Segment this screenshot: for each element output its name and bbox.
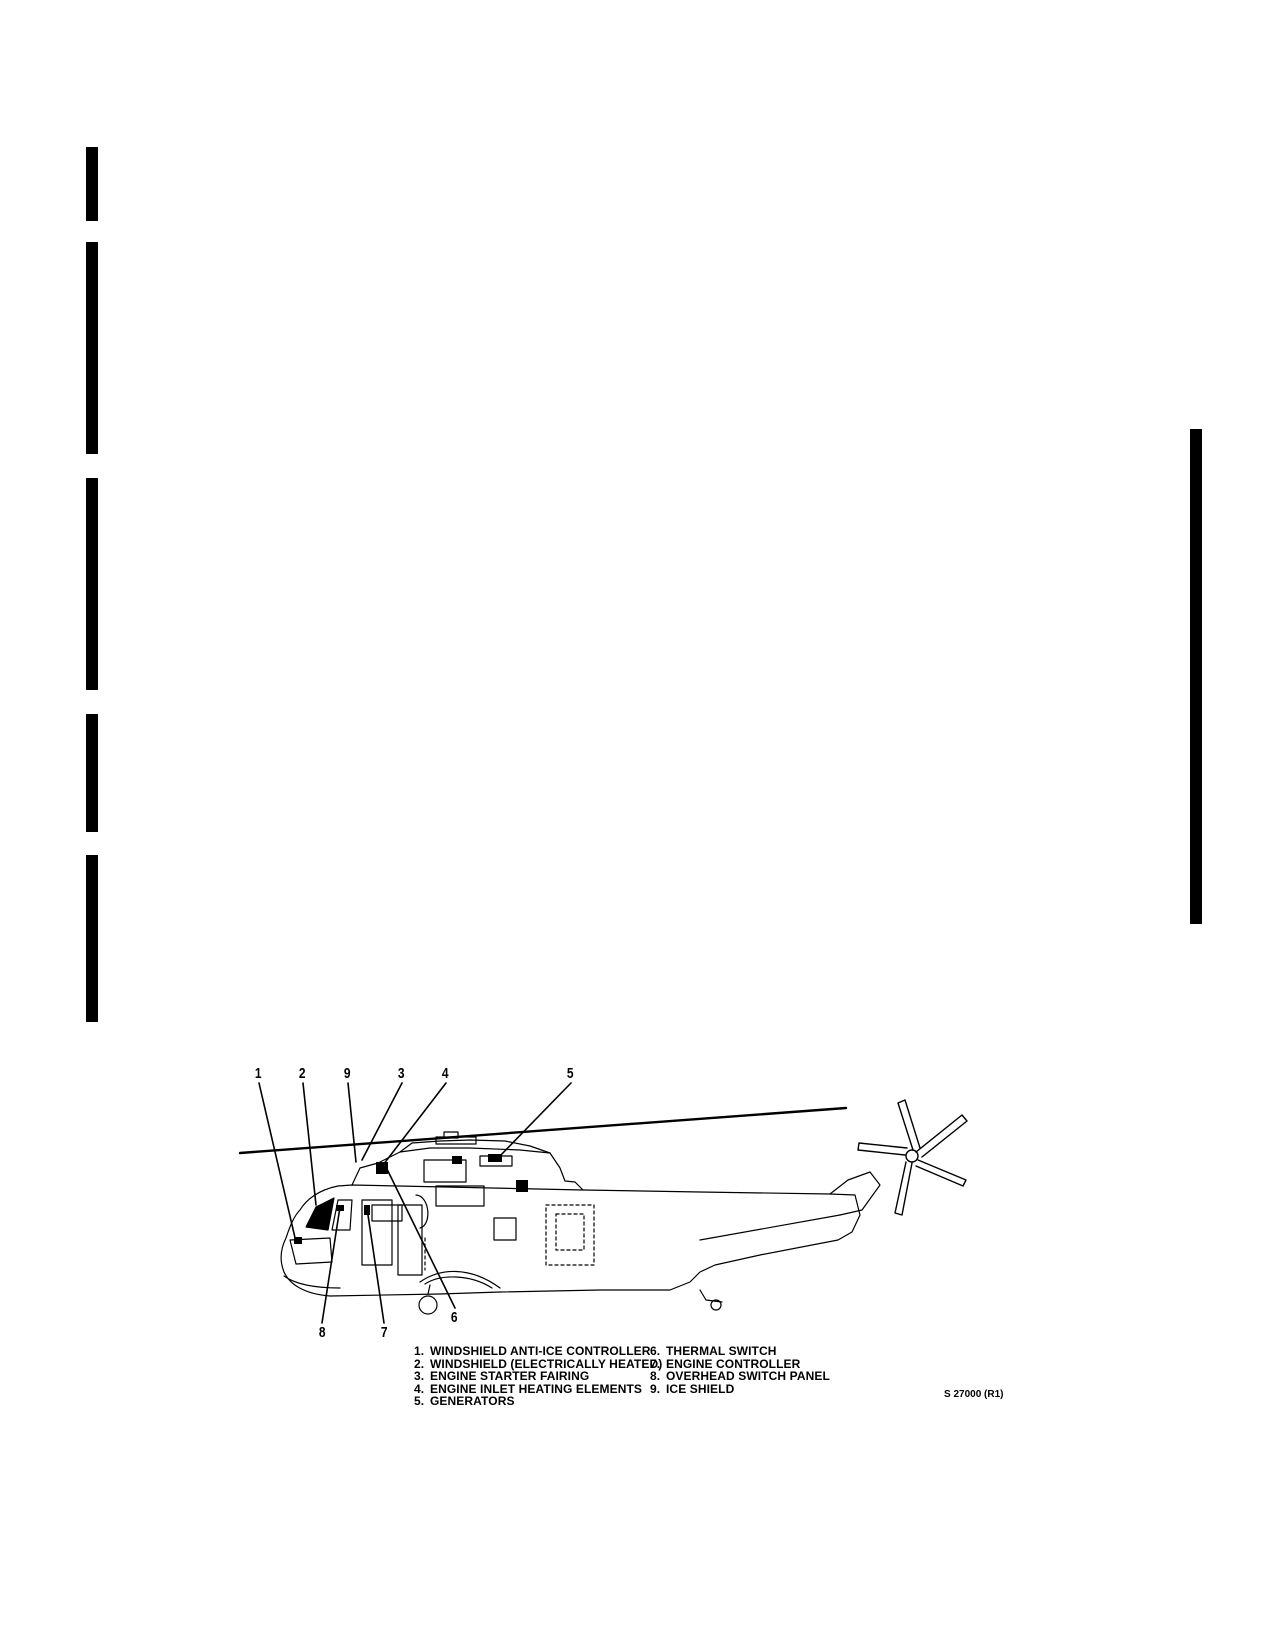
change-bar-left-4 xyxy=(86,714,98,832)
tail-rotor xyxy=(857,1099,968,1216)
legend-item: 5.GENERATORS xyxy=(414,1394,515,1408)
rotor-hub-fairing xyxy=(399,1139,551,1154)
tail-pylon xyxy=(829,1171,881,1216)
change-bar-left-1 xyxy=(86,147,98,221)
change-bar-right xyxy=(1190,429,1202,924)
sponson xyxy=(419,1270,501,1289)
callout-1: 1 xyxy=(254,1065,262,1082)
main-wheel xyxy=(418,1295,438,1315)
callout-9: 9 xyxy=(343,1065,351,1082)
legend-item: 1.WINDSHIELD ANTI-ICE CONTROLLER xyxy=(414,1344,651,1358)
callout-6: 6 xyxy=(450,1309,458,1326)
component-blocks xyxy=(294,1154,528,1244)
legend-item: 4.ENGINE INLET HEATING ELEMENTS xyxy=(414,1381,643,1396)
callout-3: 3 xyxy=(397,1065,405,1082)
windshield xyxy=(305,1197,335,1231)
callout-2: 2 xyxy=(298,1065,306,1082)
change-bar-left-2 xyxy=(86,242,98,454)
legend-item: 6.THERMAL SWITCH xyxy=(650,1344,777,1358)
tail-wheel xyxy=(699,1289,723,1303)
fuselage-outline xyxy=(280,1184,861,1297)
main-rotor-blade xyxy=(238,1106,848,1155)
callout-7: 7 xyxy=(380,1324,388,1341)
legend-item: 9.ICE SHIELD xyxy=(650,1381,735,1396)
leader-lines xyxy=(258,1082,572,1324)
callout-8: 8 xyxy=(318,1324,326,1341)
legend-left: 1.WINDSHIELD ANTI-ICE CONTROLLER 2.WINDS… xyxy=(414,1345,662,1408)
callout-4: 4 xyxy=(441,1065,449,1082)
legend-item: 8.OVERHEAD SWITCH PANEL xyxy=(650,1369,830,1383)
legend-right: 6.THERMAL SWITCH 7.ENGINE CONTROLLER 8.O… xyxy=(650,1345,830,1395)
legend-item: 7.ENGINE CONTROLLER xyxy=(650,1356,801,1371)
legend-item: 3.ENGINE STARTER FAIRING xyxy=(414,1369,590,1383)
legend-item: 2.WINDSHIELD (ELECTRICALLY HEATED) xyxy=(414,1356,663,1371)
change-bar-left-3 xyxy=(86,478,98,690)
callout-5: 5 xyxy=(566,1065,574,1082)
change-bar-left-5 xyxy=(86,855,98,1022)
figure-id: S 27000 (R1) xyxy=(944,1389,1004,1400)
engine-housing xyxy=(351,1147,584,1191)
